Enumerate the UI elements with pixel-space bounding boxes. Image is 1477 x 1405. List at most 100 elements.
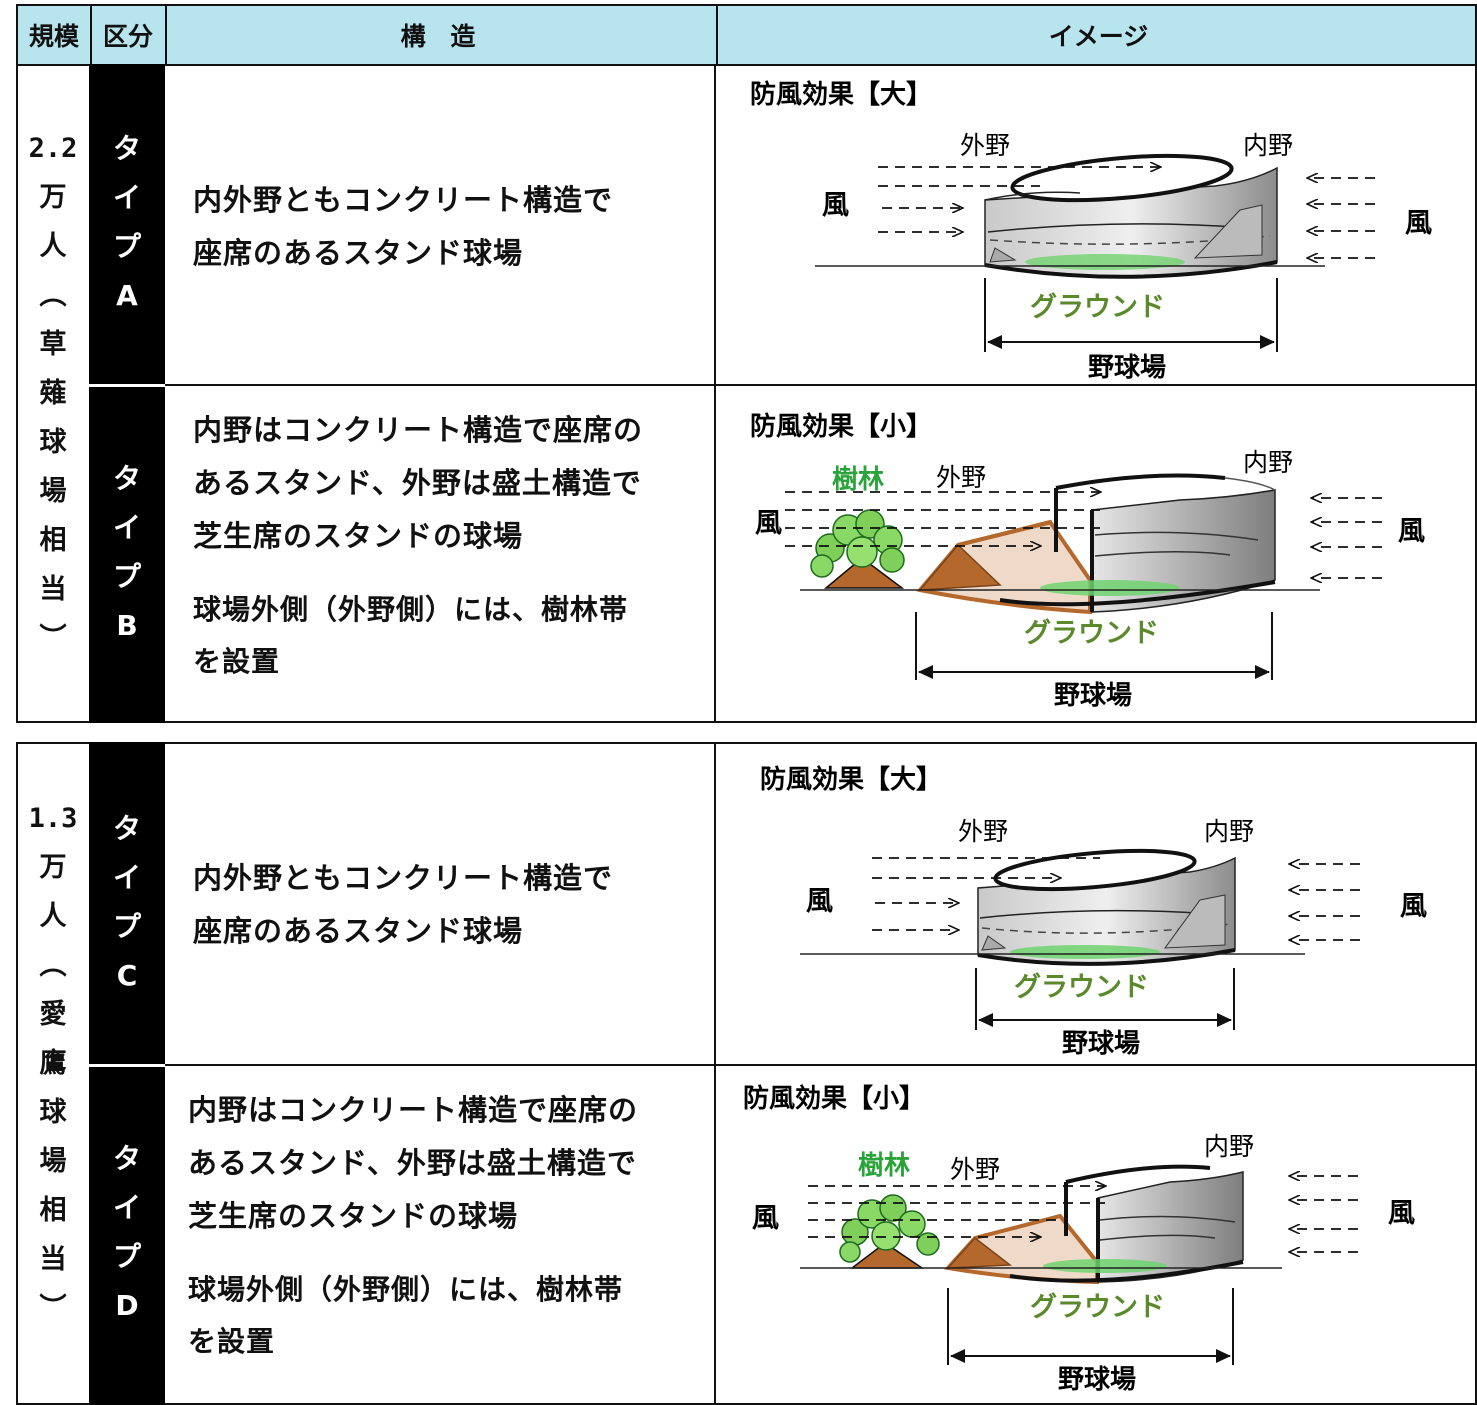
scale-char: 球 [39,1097,67,1128]
stadium-label: 野球場 [1054,681,1132,711]
scale-char: 場 [39,1146,67,1177]
ground-label: グラウンド [1030,291,1165,323]
stadium-label: 野球場 [1058,1365,1136,1395]
diagram-type-c: 防風効果【大】 外野 内野 風 風 グラウンド 野球場 [760,764,1427,1059]
outfield-label: 外野 [936,463,986,492]
note-line: 球場外側（外野側）には、樹林帯 [193,593,629,626]
note-line: 球場外側（外野側）には、樹林帯 [188,1273,624,1306]
scale-char: 当 [39,1244,67,1275]
tree-icon [810,509,905,578]
scale-char: 球 [39,427,67,458]
table-header: 規模 区分 構 造 イメージ [16,4,1477,66]
type-a-description: 内外野ともコンクリート構造で 座席のあるスタンド球場 [193,174,613,280]
ground-field [1010,945,1160,959]
type-char: イ [112,181,141,214]
type-char: タ [112,462,141,495]
stadium-label: 野球場 [1062,1029,1140,1059]
type-char: C [116,959,138,992]
type-column-group-1 [89,64,165,723]
ground-field [1043,1259,1167,1273]
type-char: プ [112,230,141,263]
scale-char: 薙 [39,378,67,409]
wind-label-right: 風 [1388,1198,1415,1229]
infield-label: 内野 [1204,817,1254,846]
type-column-group-2 [89,742,165,1405]
type-char: A [116,279,138,312]
header-category: 区分 [102,22,153,51]
type-d-note: 球場外側（外野側）には、樹林帯 を設置 [188,1264,623,1368]
ground-field [1040,580,1180,596]
ground-label: グラウンド [1014,971,1149,1003]
group-1-scale: 2.2 万 人 ︵ 草 薙 球 場 相 当 ︶ [18,124,88,663]
outfield-label: 外野 [958,817,1008,846]
wind-label-left: 風 [755,508,782,539]
desc-line: 内野はコンクリート構造で座席の [188,1093,639,1127]
type-char: タ [112,812,141,845]
scale-char: 場 [39,476,67,507]
wind-label-left: 風 [752,1203,779,1234]
scale-char: 人 [39,901,67,932]
scale-char: 万 [39,852,67,883]
type-char: タ [112,132,141,165]
diagram-type-a: 防風効果【大】 外野 内野 風 風 グラウンド 野球場 [750,79,1432,383]
type-b-description: 内野はコンクリート構造で座席の あるスタンド、外野は盛土構造で 芝生席のスタンド… [193,404,643,563]
desc-line: 芝生席のスタンドの球場 [188,1199,519,1233]
desc-line: あるスタンド、外野は盛土構造で [188,1146,637,1180]
ground-label: グラウンド [1030,1291,1165,1323]
type-char: プ [112,1240,141,1273]
scale-char: 万 [39,182,67,213]
ground-label: グラウンド [1024,617,1159,649]
stadium-label: 野球場 [1088,353,1166,383]
scale-char: ︵ [39,950,67,981]
ground-field [1025,254,1185,270]
type-char: イ [112,511,141,544]
group-2-scale: 1.3 万 人 ︵ 愛 鷹 球 場 相 当 ︶ [18,794,88,1333]
desc-line: 内野はコンクリート構造で座席の [193,413,644,447]
scale-char: 当 [39,574,67,605]
wind-label-right: 風 [1405,208,1432,239]
type-char: D [115,1289,139,1322]
infield-label: 内野 [1243,448,1293,477]
wind-label-right: 風 [1398,516,1425,547]
diagram-type-b: 防風効果【小】 樹林 外野 内野 風 風 [750,411,1425,711]
scale-char: 草 [39,329,67,360]
type-a-label: タ イ プ A [89,124,165,320]
effect-label: 防風効果【大】 [760,764,942,795]
forest-label: 樹林 [832,465,884,495]
scale-char: 人 [39,231,67,262]
wind-label-right: 風 [1400,891,1427,922]
group-1-table [16,64,1477,723]
type-c-description: 内外野ともコンクリート構造で 座席のあるスタンド球場 [193,852,613,958]
scale-char: 1.3 [28,803,78,834]
wind-label-left: 風 [806,886,833,917]
infield-label: 内野 [1204,1132,1254,1161]
scale-char: ︶ [39,1293,67,1324]
scale-char: 2.2 [28,133,78,164]
desc-line: 芝生席のスタンドの球場 [193,519,524,553]
desc-line: 内外野ともコンクリート構造で [193,183,614,217]
scale-char: ︵ [39,280,67,311]
forest-label: 樹林 [858,1151,910,1181]
header-image: イメージ [1048,22,1149,51]
diagram-type-d: 防風効果【小】 樹林 外野 内野 風 風 グ [743,1083,1415,1395]
desc-line: あるスタンド、外野は盛土構造で [193,466,642,500]
type-char: イ [112,1191,141,1224]
scale-char: ︶ [39,623,67,654]
infield-label: 内野 [1243,131,1293,160]
wind-label-left: 風 [822,190,849,221]
type-b-label: タ イ プ B [89,454,165,650]
note-line: を設置 [188,1325,276,1358]
effect-label: 防風効果【大】 [750,79,932,110]
type-b-note: 球場外側（外野側）には、樹林帯 を設置 [193,584,628,688]
effect-label: 防風効果【小】 [743,1083,925,1114]
mound-icon [823,557,905,589]
header-structure: 構 造 [400,22,484,51]
scale-char: 鷹 [39,1048,67,1079]
type-char: タ [112,1142,141,1175]
outfield-label: 外野 [950,1155,1000,1184]
header-scale: 規模 [28,22,79,51]
type-char: プ [112,910,141,943]
effect-label: 防風効果【小】 [750,411,932,442]
type-char: イ [112,861,141,894]
